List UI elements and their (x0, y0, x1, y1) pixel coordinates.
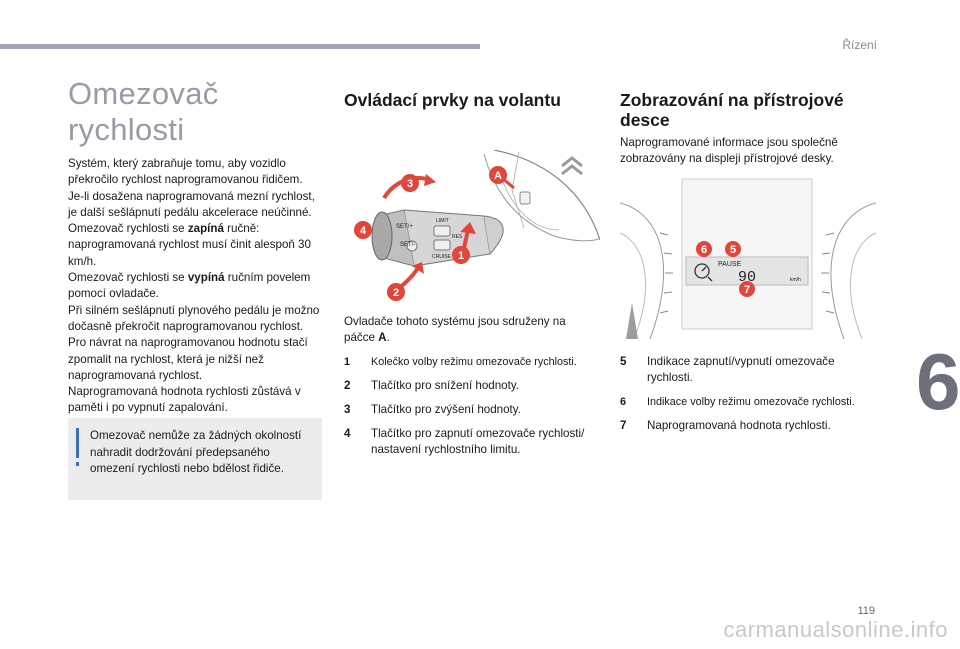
section-label: Řízení (842, 38, 877, 52)
stalk-label-set-minus: SET/- (400, 242, 415, 248)
paragraph-1: Systém, který zabraňuje tomu, aby vozidl… (68, 157, 303, 187)
callout-6: 6 (696, 241, 712, 257)
svg-text:1: 1 (458, 250, 464, 262)
instrument-panel-figure: PAUSE 90 km/h 6 5 7 (619, 173, 877, 340)
middle-column: Ovládací prvky na volantu (344, 90, 602, 110)
dashboard-display-title: Zobrazování na přístrojové desce (620, 90, 844, 130)
callout-2: 2 (387, 283, 405, 301)
steering-stalk-illustration: SET/+ LIMIT SET/- CRUISE RES 3 A 4 1 (354, 149, 601, 301)
dashboard-intro-text: Naprogramované informace jsou společně z… (620, 136, 838, 165)
paragraph-5: Při silném sešlápnutí plynového pedálu j… (68, 303, 320, 333)
callout-3: 3 (401, 174, 419, 192)
callout-1: 1 (452, 246, 470, 264)
info-icon (76, 428, 79, 458)
svg-text:7: 7 (744, 284, 750, 296)
stalk-label-res: RES (452, 234, 463, 240)
instrument-panel-illustration: PAUSE 90 km/h 6 5 7 (619, 173, 877, 340)
callout-7: 7 (739, 281, 755, 297)
page-title: Omezovač rychlosti (68, 76, 219, 147)
paragraph-7: Naprogramovaná hodnota rychlosti zůstává… (68, 385, 301, 415)
paragraph-3: Omezovač rychlosti se zapíná ručně: napr… (68, 222, 311, 268)
svg-text:2: 2 (393, 287, 399, 299)
svg-text:4: 4 (360, 225, 367, 237)
display-speed-value: 90 (738, 269, 756, 286)
steering-controls-title: Ovládací prvky na volantu (344, 90, 561, 110)
speed-limiter-icon (694, 263, 713, 282)
svg-text:5: 5 (730, 244, 736, 256)
callout-4: 4 (354, 221, 372, 239)
steering-stalk-figure: SET/+ LIMIT SET/- CRUISE RES 3 A 4 1 (344, 149, 601, 302)
svg-text:6: 6 (701, 244, 707, 256)
display-status-text: PAUSE (718, 261, 742, 268)
paragraph-2: Je-li dosažena naprogramovaná mezní rych… (68, 189, 315, 219)
description-text: Systém, který zabraňuje tomu, aby vozidl… (68, 156, 326, 417)
stalk-label-set-plus: SET/+ (396, 224, 413, 230)
controls-intro-text: Ovladače tohoto systému jsou sdruženy na… (344, 315, 566, 344)
svg-text:A: A (494, 170, 502, 182)
paragraph-4: Omezovač rychlosti se vypíná ručním pove… (68, 271, 311, 301)
right-column: Zobrazování na přístrojové desce (620, 90, 878, 130)
chapter-tab: 6 (908, 332, 960, 432)
watermark: carmanualsonline.info (723, 617, 948, 642)
stalk-label-limit: LIMIT (436, 218, 449, 224)
info-note-box: Omezovač nemůže za žádných okolností nah… (68, 418, 322, 500)
left-column: Omezovač rychlosti Systém, který zabraňu… (68, 76, 326, 417)
info-note-text: Omezovač nemůže za žádných okolností nah… (90, 429, 302, 475)
stalk-label-cruise: CRUISE (432, 254, 452, 260)
paragraph-6: Pro návrat na naprogramovanou hodnotu st… (68, 336, 308, 382)
callout-5: 5 (725, 241, 741, 257)
chapter-number: 6 (916, 337, 960, 426)
svg-text:3: 3 (407, 178, 413, 190)
display-unit: km/h (790, 277, 801, 283)
callout-A: A (489, 166, 507, 184)
info-icon-dot (76, 462, 79, 466)
page-number: 119 (857, 605, 875, 617)
top-accent-bar (0, 44, 480, 49)
